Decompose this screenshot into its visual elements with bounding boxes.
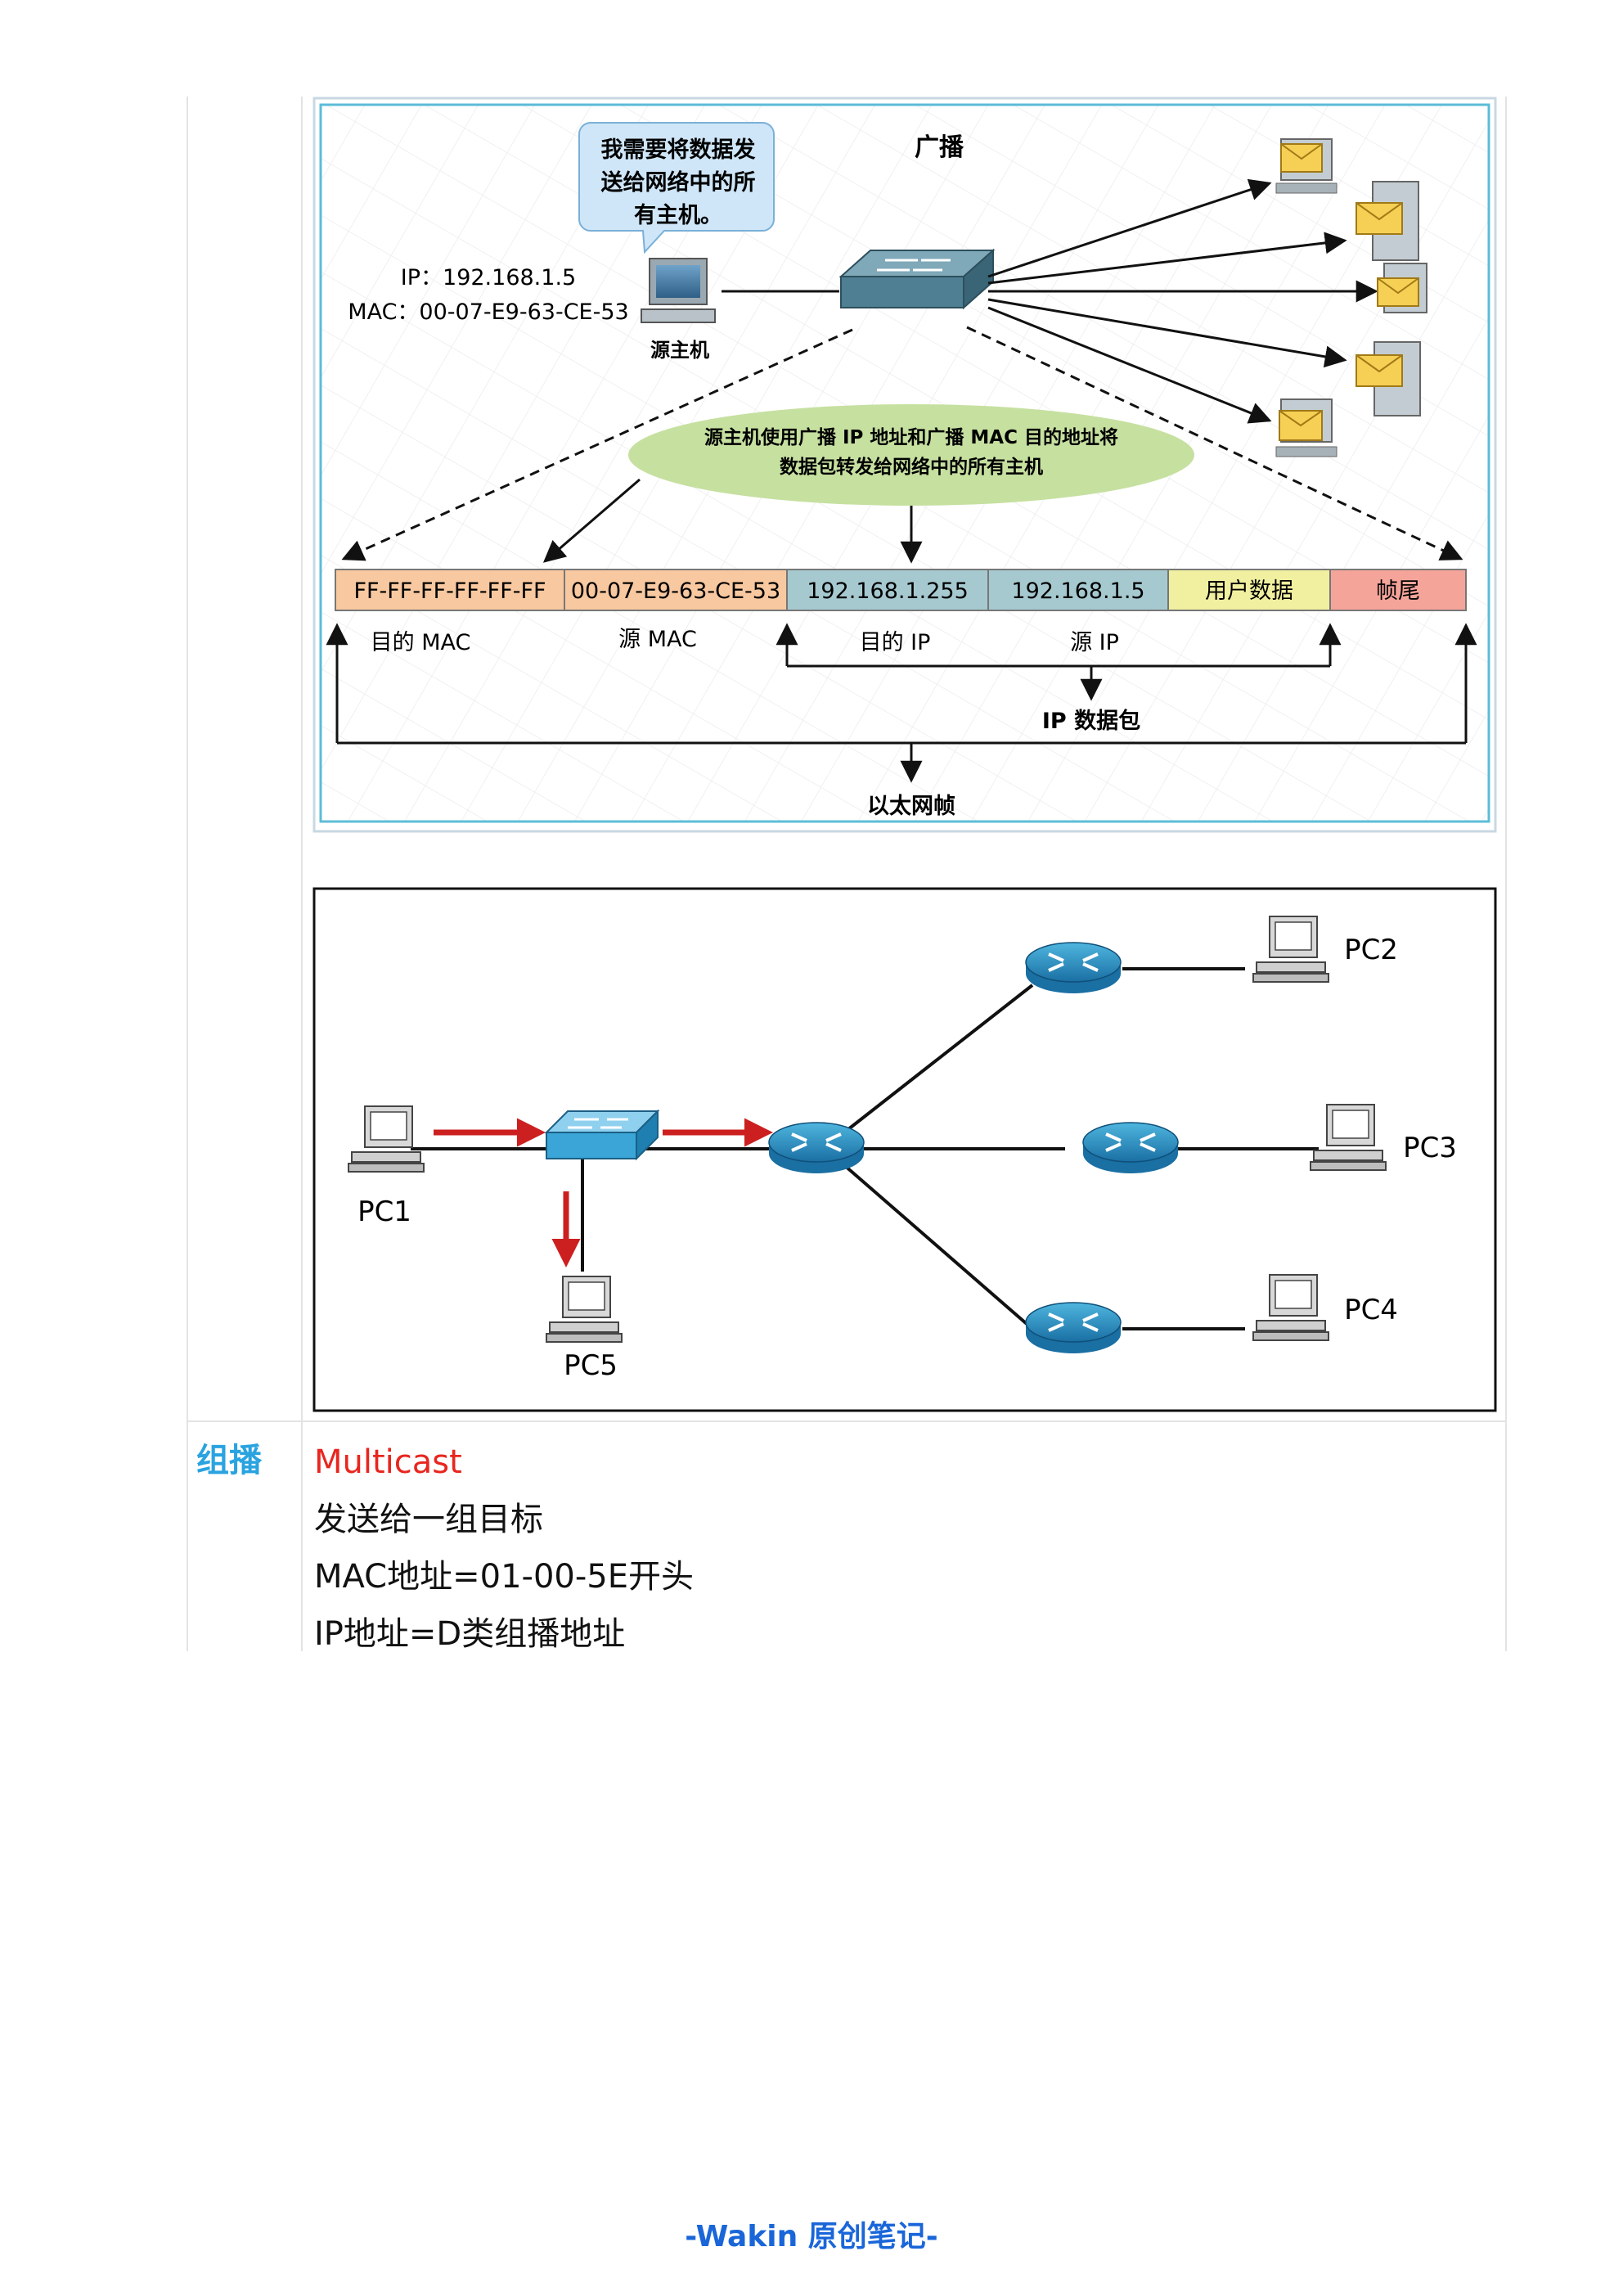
source-ip: IP：192.168.1.5 — [401, 265, 576, 290]
frame-text-src-ip: 192.168.1.5 — [1011, 579, 1144, 604]
frame-field-trailer — [1329, 569, 1467, 611]
source-mac: MAC：00-07-E9-63-CE-53 — [348, 299, 628, 325]
ip-packet-bracket — [776, 623, 1342, 701]
label-src-mac: 源 MAC — [618, 627, 697, 652]
frame-text-dest-ip: 192.168.1.255 — [807, 579, 969, 604]
speech-bubble: 我需要将数据发 送给网络中的所 有主机。 — [578, 122, 775, 254]
destination-hosts — [1275, 138, 1427, 457]
multicast-flow-arrows — [434, 1118, 773, 1267]
page-footer: -Wakin 原创笔记- — [685, 2220, 938, 2253]
label-dest-mac: 目的 MAC — [371, 630, 471, 655]
frame-text-user-data: 用户数据 — [1205, 579, 1293, 604]
ellipse-line-1: 源主机使用广播 IP 地址和广播 MAC 目的地址将 — [704, 426, 1118, 448]
multicast-line-2: MAC地址=01-00-5E开头 — [314, 1558, 695, 1596]
source-host-label: 源主机 — [650, 339, 709, 362]
multicast-description: Multicast 发送给一组目标 MAC地址=01-00-5E开头 IP地址=… — [314, 1434, 694, 1663]
table-border-left — [187, 97, 188, 1651]
label-ip-packet: IP 数据包 — [1042, 708, 1140, 734]
broadcast-diagram: 广播 我需要将数据发 送给网络中的所 有主机。 IP：192.168.1.5 M… — [312, 97, 1497, 833]
multicast-diagram: PC1 PC2 PC3 PC4 PC5 — [312, 887, 1497, 1412]
switch-icon — [544, 1109, 660, 1161]
pc3-label: PC3 — [1403, 1132, 1457, 1164]
ethernet-frame-bracket — [326, 623, 1477, 783]
pc4-label: PC4 — [1344, 1294, 1398, 1326]
multicast-term: Multicast — [314, 1443, 462, 1481]
multicast-line-3: IP地址=D类组播地址 — [314, 1615, 626, 1653]
frame-text-src-mac: 00-07-E9-63-CE-53 — [571, 579, 780, 604]
explanation-ellipse — [628, 404, 1194, 506]
ellipse-arrows — [542, 478, 923, 564]
destination-host-5-icon — [1275, 398, 1338, 457]
frame-field-dest-mac — [335, 569, 565, 611]
destination-host-4-icon — [1355, 341, 1421, 416]
frame-text-dest-mac: FF-FF-FF-FF-FF-FF — [353, 579, 546, 604]
broadcast-dashed-arrows — [341, 326, 1463, 561]
router-pc2-icon — [1024, 941, 1122, 995]
table-row-divider — [187, 1420, 1507, 1422]
broadcast-arrows — [987, 178, 1378, 424]
label-dest-ip: 目的 IP — [860, 630, 931, 655]
table-border-right — [1505, 97, 1507, 1651]
row-label-multicast: 组播 — [196, 1442, 262, 1479]
destination-host-1-icon — [1275, 138, 1338, 194]
frame-text-trailer: 帧尾 — [1376, 579, 1420, 604]
broadcast-title: 广播 — [915, 133, 964, 162]
frame-field-src-mac — [564, 569, 788, 611]
pc5-label: PC5 — [564, 1349, 618, 1382]
speech-line-1: 我需要将数据发 — [601, 137, 756, 163]
pc1-label: PC1 — [357, 1195, 411, 1228]
label-ethernet-frame: 以太网帧 — [867, 794, 955, 819]
source-host-computer-icon — [641, 258, 716, 323]
speech-line-2: 送给网络中的所 — [601, 169, 756, 196]
table-column-divider — [301, 97, 303, 1651]
label-src-ip: 源 IP — [1070, 630, 1119, 655]
speech-line-3: 有主机。 — [634, 203, 722, 228]
router-pc3-icon — [1081, 1121, 1180, 1175]
destination-host-2-icon — [1355, 181, 1419, 261]
frame-field-dest-ip — [786, 569, 989, 611]
core-router-icon — [767, 1121, 865, 1175]
multicast-line-1: 发送给一组目标 — [314, 1501, 543, 1538]
destination-host-3-icon — [1377, 263, 1427, 313]
ethernet-frame: FF-FF-FF-FF-FF-FF 00-07-E9-63-CE-53 192.… — [335, 569, 1467, 611]
pc2-label: PC2 — [1344, 934, 1398, 966]
router-pc4-icon — [1024, 1301, 1122, 1355]
switch-icon — [838, 248, 996, 310]
ellipse-line-2: 数据包转发给网络中的所有主机 — [780, 456, 1043, 478]
